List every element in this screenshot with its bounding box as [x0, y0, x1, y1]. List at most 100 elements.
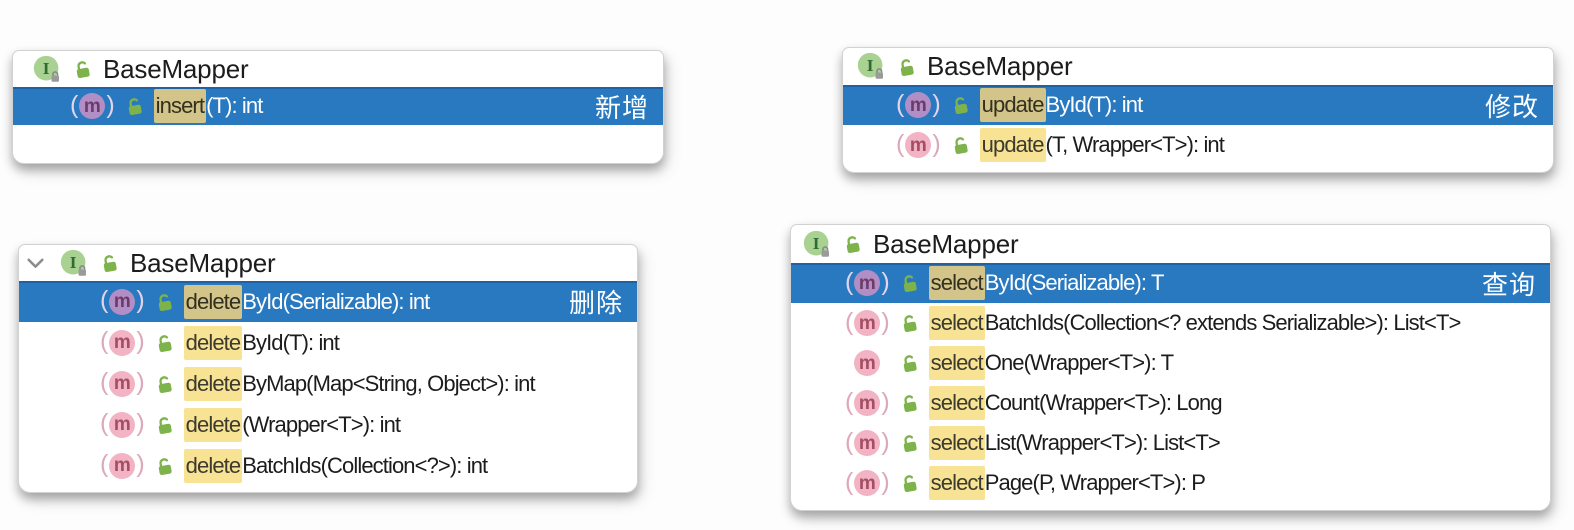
- public-lock-icon: [72, 58, 94, 80]
- method-row-deletebyid-serializable[interactable]: m deleteById(Serializable): int 删除: [19, 281, 637, 322]
- interface-header[interactable]: BaseMapper: [13, 51, 663, 87]
- match-highlight: delete: [183, 325, 243, 360]
- public-lock-icon: [154, 373, 176, 395]
- match-highlight: delete: [183, 407, 243, 442]
- interface-icon: [32, 54, 63, 85]
- empty-area: [13, 125, 663, 163]
- method-icon: m: [844, 270, 891, 296]
- method-icon: m: [844, 390, 891, 416]
- interface-header[interactable]: BaseMapper: [843, 48, 1553, 85]
- method-row-selectlist[interactable]: m selectList(Wrapper<T>): List<T>: [791, 423, 1550, 463]
- public-lock-icon: [950, 94, 972, 116]
- method-signature: selectById(Serializable): T: [928, 266, 1165, 300]
- method-row-delete-wrapper[interactable]: m delete(Wrapper<T>): int: [19, 404, 637, 445]
- interface-name: BaseMapper: [130, 247, 276, 278]
- method-row-selectpage[interactable]: m selectPage(P, Wrapper<T>): P: [791, 463, 1550, 503]
- method-signature: deleteById(Serializable): int: [183, 284, 430, 319]
- method-signature: deleteBatchIds(Collection<?>): int: [183, 448, 488, 483]
- method-signature: selectBatchIds(Collection<? extends Seri…: [928, 306, 1462, 340]
- interface-header[interactable]: BaseMapper: [19, 245, 637, 281]
- signature-rest: BatchIds(Collection<?>): int: [242, 452, 488, 478]
- signature-rest: Page(P, Wrapper<T>): P: [984, 470, 1206, 495]
- method-icon: m: [69, 93, 116, 119]
- completion-popup-delete: BaseMapper m deleteById(Serializable): i…: [18, 244, 638, 493]
- match-highlight: delete: [183, 366, 243, 401]
- method-icon: m: [99, 452, 146, 479]
- signature-rest: One(Wrapper<T>): T: [984, 350, 1174, 375]
- completion-popup-select: BaseMapper m selectById(Serializable): T…: [790, 224, 1551, 511]
- chevron-down-icon[interactable]: [25, 253, 46, 274]
- method-row-insert[interactable]: m insert(T): int 新增: [13, 87, 663, 125]
- method-row-deletebyid-t[interactable]: m deleteById(T): int: [19, 322, 637, 363]
- method-icon: m: [99, 288, 146, 315]
- method-icon: m: [895, 92, 942, 118]
- signature-rest: (T): int: [206, 93, 263, 118]
- match-highlight: select: [928, 306, 985, 340]
- public-lock-icon: [899, 312, 921, 334]
- interface-icon: [856, 51, 887, 82]
- public-lock-icon: [154, 414, 176, 436]
- signature-rest: Count(Wrapper<T>): Long: [984, 390, 1223, 415]
- crud-tag: 删除: [568, 288, 623, 318]
- crud-tag: 查询: [1481, 269, 1536, 300]
- method-signature: updateById(T): int: [979, 88, 1144, 122]
- match-highlight: delete: [183, 448, 243, 483]
- method-signature: selectPage(P, Wrapper<T>): P: [928, 466, 1206, 500]
- method-icon: m: [99, 370, 146, 397]
- method-signature: selectCount(Wrapper<T>): Long: [928, 386, 1223, 420]
- signature-rest: BatchIds(Collection<? extends Serializab…: [984, 310, 1462, 335]
- completion-popup-insert: BaseMapper m insert(T): int 新增: [12, 50, 664, 164]
- method-row-update[interactable]: m update(T, Wrapper<T>): int: [843, 125, 1553, 165]
- signature-rest: ById(T): int: [242, 329, 340, 355]
- public-lock-icon: [154, 455, 176, 477]
- interface-icon: [802, 229, 833, 260]
- public-lock-icon: [899, 472, 921, 494]
- match-highlight: select: [928, 346, 985, 380]
- signature-rest: ById(T): int: [1045, 92, 1144, 117]
- method-icon: m: [844, 350, 891, 376]
- match-highlight: update: [979, 88, 1046, 122]
- method-icon: m: [844, 430, 891, 456]
- public-lock-icon: [124, 95, 146, 117]
- public-lock-icon: [950, 134, 972, 156]
- public-lock-icon: [154, 332, 176, 354]
- match-highlight: select: [928, 386, 985, 420]
- signature-rest: ById(Serializable): int: [242, 288, 430, 314]
- method-row-selectcount[interactable]: m selectCount(Wrapper<T>): Long: [791, 383, 1550, 423]
- match-highlight: update: [979, 128, 1046, 162]
- signature-rest: ByMap(Map<String, Object>): int: [242, 370, 535, 396]
- crud-tag: 修改: [1484, 91, 1539, 122]
- interface-name: BaseMapper: [873, 228, 1019, 259]
- method-icon: m: [895, 132, 942, 158]
- method-row-deletebatchids[interactable]: m deleteBatchIds(Collection<?>): int: [19, 445, 637, 486]
- method-signature: insert(T): int: [153, 89, 263, 123]
- interface-icon: [59, 248, 90, 279]
- method-row-updatebyid[interactable]: m updateById(T): int 修改: [843, 85, 1553, 125]
- method-signature: update(T, Wrapper<T>): int: [979, 128, 1225, 162]
- method-row-selectone[interactable]: m selectOne(Wrapper<T>): T: [791, 343, 1550, 383]
- public-lock-icon: [99, 252, 121, 274]
- public-lock-icon: [899, 432, 921, 454]
- method-signature: deleteById(T): int: [183, 325, 340, 360]
- match-highlight: select: [928, 466, 985, 500]
- match-highlight: insert: [153, 89, 207, 123]
- method-row-selectbyid[interactable]: m selectById(Serializable): T 查询: [791, 263, 1550, 303]
- public-lock-icon: [154, 291, 176, 313]
- match-highlight: select: [928, 266, 985, 300]
- public-lock-icon: [899, 392, 921, 414]
- signature-rest: List(Wrapper<T>): List<T>: [984, 430, 1221, 455]
- public-lock-icon: [842, 233, 864, 255]
- method-signature: deleteByMap(Map<String, Object>): int: [183, 366, 536, 401]
- match-highlight: select: [928, 426, 985, 460]
- signature-rest: ById(Serializable): T: [984, 270, 1165, 295]
- crud-tag: 新增: [594, 92, 649, 123]
- interface-name: BaseMapper: [103, 53, 249, 84]
- method-icon: m: [844, 470, 891, 496]
- interface-header[interactable]: BaseMapper: [791, 225, 1550, 263]
- interface-name: BaseMapper: [927, 51, 1073, 81]
- method-icon: m: [99, 411, 146, 438]
- method-row-deletebymap[interactable]: m deleteByMap(Map<String, Object>): int: [19, 363, 637, 404]
- method-row-selectbatchids[interactable]: m selectBatchIds(Collection<? extends Se…: [791, 303, 1550, 343]
- signature-rest: (Wrapper<T>): int: [242, 411, 401, 437]
- completion-popup-update: BaseMapper m updateById(T): int 修改 m upd…: [842, 47, 1554, 173]
